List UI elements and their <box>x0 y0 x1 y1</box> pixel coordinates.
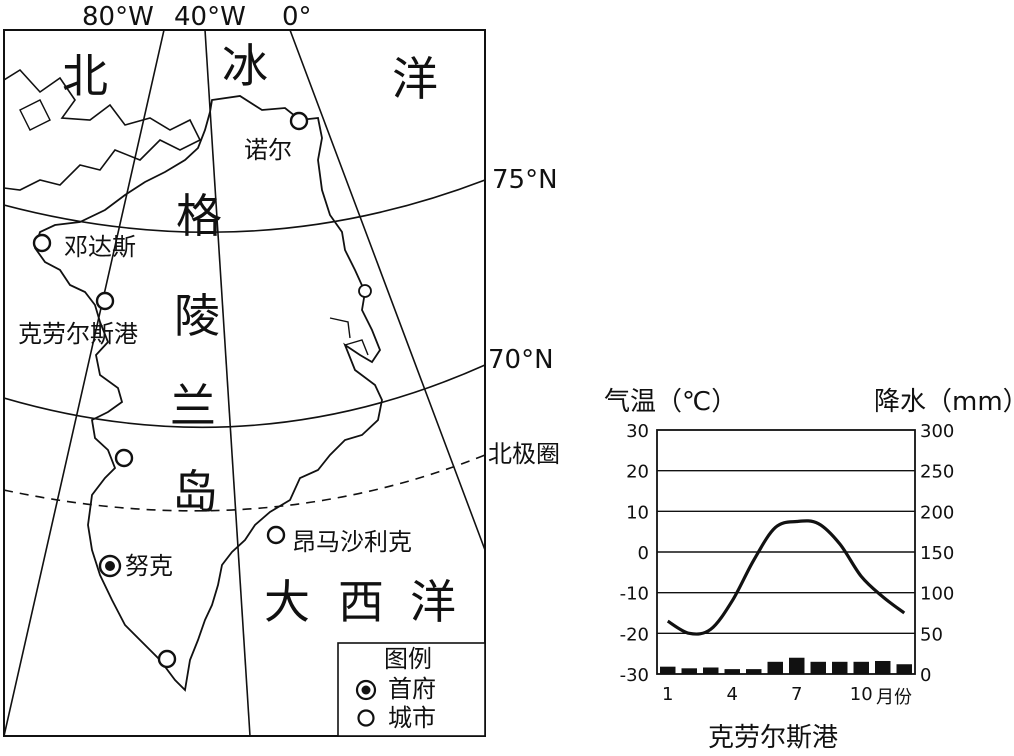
temp-tick-labels: 30 20 10 0 -10 -20 -30 <box>620 421 649 686</box>
map: 80°W 40°W 0° 75°N 70°N 北极圈 北 冰 洋 格 陵 兰 岛… <box>3 2 560 737</box>
precip-tick-label: 0 <box>920 665 931 686</box>
meridian-40w <box>204 30 251 736</box>
precip-bar <box>875 660 891 674</box>
precip-bar <box>703 667 719 674</box>
precip-bar <box>853 661 869 674</box>
legend-city-symbol <box>357 709 375 727</box>
month-tick-label: 10 <box>850 684 873 705</box>
precip-tick-label: 50 <box>920 624 943 645</box>
city-marker <box>358 284 372 298</box>
city-marker-ammassalik <box>266 525 286 545</box>
precip-tick-label: 100 <box>920 584 954 605</box>
meridian-0 <box>289 30 485 551</box>
month-tick-label: 4 <box>727 684 738 705</box>
legend-title: 图例 <box>384 645 432 673</box>
city-marker-kraulshavn <box>95 291 115 311</box>
arctic-circle-line <box>4 454 485 512</box>
precip-tick-label: 200 <box>920 502 954 523</box>
island-outline <box>19 99 51 131</box>
map-legend: 图例 首府 城市 <box>337 642 486 737</box>
precip-bar <box>810 661 826 674</box>
precip-tick-labels: 300 250 200 150 100 50 0 <box>920 421 954 686</box>
temperature-line <box>666 519 906 636</box>
ocean-atlantic-char: 西 <box>338 575 384 629</box>
island-name-char: 陵 <box>174 289 220 343</box>
city-label: 诺尔 <box>244 136 292 164</box>
ocean-atlantic-char: 洋 <box>410 575 456 629</box>
lon-label-40w: 40°W <box>174 2 246 32</box>
legend-capital-label: 首府 <box>388 675 436 703</box>
city-marker-nuoer <box>289 111 309 131</box>
city-marker <box>114 448 134 468</box>
precip-bar <box>789 657 805 674</box>
month-tick-label: 1 <box>662 684 673 705</box>
lon-label-80w: 80°W <box>82 2 154 32</box>
chart-right-axis-label: 降水（mm） <box>874 387 1014 417</box>
month-tick-label: 7 <box>791 684 802 705</box>
month-tick-labels: 1 4 7 10 <box>662 684 873 705</box>
chart-grid <box>657 469 915 635</box>
parallel-70n <box>4 364 485 429</box>
precip-bar <box>746 669 762 674</box>
lon-label-0: 0° <box>282 2 312 32</box>
temp-tick-label: 20 <box>626 462 649 483</box>
temp-tick-label: 30 <box>626 421 649 442</box>
map-frame <box>3 29 486 737</box>
precip-bar <box>832 661 848 674</box>
city-label: 邓达斯 <box>64 233 136 261</box>
temp-tick-label: -30 <box>620 665 649 686</box>
city-label: 克劳尔斯港 <box>18 320 138 348</box>
precip-bar <box>660 666 676 674</box>
temp-tick-label: -10 <box>620 584 649 605</box>
chart-title: 克劳尔斯港 <box>708 723 838 753</box>
fjord <box>344 339 369 356</box>
precip-bar <box>724 669 740 674</box>
fjord <box>329 317 351 339</box>
parallel-75n <box>4 179 485 234</box>
city-label: 昂马沙利克 <box>292 528 412 556</box>
precip-tick-label: 250 <box>920 462 954 483</box>
legend-city-label: 城市 <box>388 704 436 732</box>
precip-bar <box>681 668 697 674</box>
chart-left-axis-label: 气温（℃） <box>604 387 737 417</box>
lat-label-75n: 75°N <box>492 165 558 195</box>
city-marker-dundas <box>32 233 52 253</box>
precip-bar <box>767 661 783 674</box>
precip-bars <box>660 657 912 674</box>
city-label: 努克 <box>125 552 173 580</box>
precip-tick-label: 300 <box>920 421 954 442</box>
arctic-circle-label: 北极圈 <box>488 440 560 468</box>
island-name-char: 格 <box>176 189 222 243</box>
island-name-char: 岛 <box>172 465 218 519</box>
precip-tick-label: 150 <box>920 543 954 564</box>
chart-plot-frame <box>656 429 916 675</box>
precip-bar <box>896 664 912 674</box>
lat-label-70n: 70°N <box>488 345 554 375</box>
ocean-north-char: 洋 <box>392 52 438 106</box>
temp-tick-label: 0 <box>638 543 649 564</box>
capital-marker-nuuk <box>98 554 122 578</box>
ocean-atlantic-char: 大 <box>264 575 310 629</box>
island-name-char: 兰 <box>170 379 216 433</box>
chart-x-unit: 月份 <box>876 687 912 708</box>
ocean-north-char: 冰 <box>222 39 268 93</box>
temp-tick-label: 10 <box>626 502 649 523</box>
city-marker <box>157 649 177 669</box>
meridian-80w <box>4 30 165 736</box>
legend-capital-dot <box>361 685 371 695</box>
canada-coast <box>4 68 202 191</box>
temp-tick-label: -20 <box>620 624 649 645</box>
ocean-north-char: 北 <box>62 49 108 103</box>
